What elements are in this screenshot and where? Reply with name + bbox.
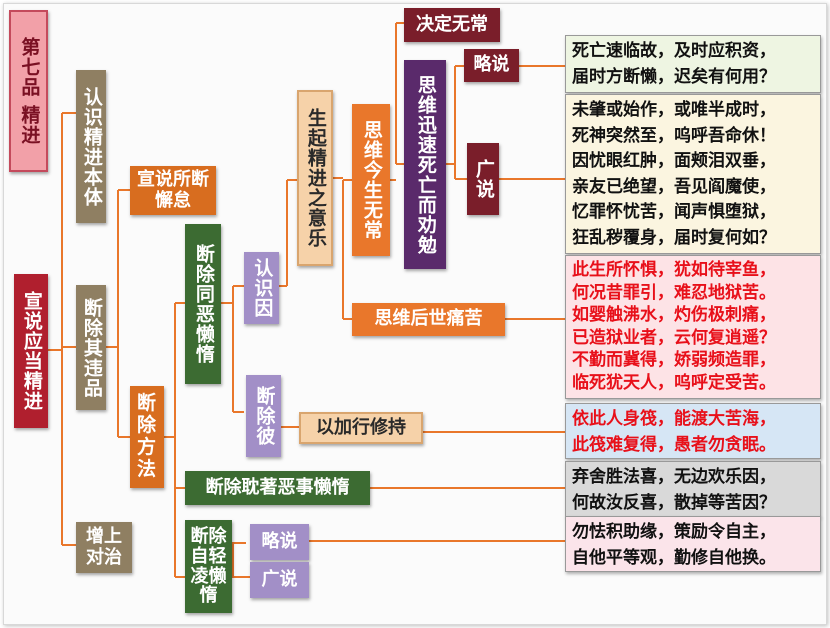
- quote-line: 亲友已绝望，吾见阎魔使，: [572, 176, 776, 197]
- node-duanchu-zijing: 断除自轻凌懒惰: [185, 520, 232, 613]
- node-guangshuo-2: 广说: [250, 562, 309, 598]
- quote-line: 自他平等观，勤修自他换。: [572, 547, 776, 568]
- node-renshi-yin: 认识因: [244, 252, 279, 324]
- quote-line: 届时方断懒，迟矣有何用？: [572, 66, 776, 87]
- quote-line: 因忧眼红肿，面颊泪双垂，: [572, 151, 776, 171]
- quote-line: 如婴触沸水，灼伤极刺痛，: [572, 305, 776, 325]
- node-guangshuo-1: 广说: [467, 143, 499, 215]
- quote-line: 何况昔罪引，难忍地狱苦。: [572, 282, 776, 303]
- root-label: 宣说应当精进: [20, 291, 43, 411]
- node-duanchu-danzhuo-label: 断除耽著恶事懒惰: [205, 476, 350, 498]
- quote-line: 此筏难复得，愚者勿贪眠。: [572, 434, 776, 455]
- node-duanchu-fangfa-label: 断除方法: [137, 392, 158, 480]
- node-duanchu-zijing-label: 断除自轻凌懒惰: [190, 525, 227, 607]
- node-yijia-xing-label: 以加行修持: [316, 416, 406, 438]
- node-shengqi-jingjin-label: 生起精进之意乐: [304, 108, 327, 248]
- node-renshi-benti: 认识精进本体: [76, 70, 106, 223]
- quote-line: 何故汝反喜，散掉等苦因？: [572, 492, 776, 513]
- quote-box-2: 未肇或始作，或唯半成时， 死神突然至，呜呼吾命休！ 因忧眼红肿，面颊泪双垂， 亲…: [565, 94, 821, 254]
- node-duanchu-danzhuo: 断除耽著恶事懒惰: [185, 471, 370, 505]
- quote-line: 未肇或始作，或唯半成时，: [572, 100, 776, 120]
- quote-line: 死亡速临故，及时应积资，: [572, 41, 776, 61]
- node-siwei-housheng-label: 思维后世痛苦: [374, 308, 483, 330]
- node-jueding-wuchang-label: 决定无常: [416, 13, 488, 35]
- node-siwei-xunsu-label: 思维迅速死亡而劝勉: [414, 74, 437, 255]
- node-siwei-jinsheng: 思维今生无常: [352, 104, 390, 256]
- node-shengqi-jingjin: 生起精进之意乐: [297, 90, 333, 266]
- quote-box-1: 死亡速临故，及时应积资， 届时方断懒，迟矣有何用？: [565, 35, 821, 93]
- node-lueshuo-2: 略说: [250, 524, 309, 560]
- quote-line: 勿怯积助缘，策励令自主，: [572, 522, 776, 542]
- quote-line: 已造狱业者，云何复逍遥？: [572, 327, 776, 348]
- node-zengshang: 增上对治: [76, 522, 132, 573]
- node-lueshuo-2-label: 略说: [261, 530, 298, 552]
- quote-line: 此生所怀惧，犹如待宰鱼，: [572, 260, 776, 280]
- quote-line: 忆罪怀忧苦，闻声惧堕狱，: [572, 202, 776, 222]
- node-siwei-jinsheng-label: 思维今生无常: [360, 120, 383, 240]
- quote-line: 临死犹天人，呜呼定受苦。: [572, 372, 776, 393]
- quote-box-3: 此生所怀惧，犹如待宰鱼， 何况昔罪引，难忍地狱苦。 如婴触沸水，灼伤极刺痛， 已…: [565, 255, 821, 399]
- node-duanchu-tonge: 断除同恶懒惰: [185, 224, 221, 384]
- node-duanchu-bi: 断除彼: [246, 375, 281, 457]
- node-duanchu-tonge-label: 断除同恶懒惰: [192, 244, 215, 364]
- node-duanchu-bi-label: 断除彼: [253, 386, 276, 446]
- quote-line: 弃舍胜法喜，无边欢乐因，: [572, 467, 776, 487]
- node-duanchu-qiwei-label: 断除其违品: [80, 297, 103, 398]
- root-node: 宣说应当精进: [14, 274, 48, 428]
- node-renshi-benti-label: 认识精进本体: [80, 86, 103, 207]
- quote-box-4: 依此人身筏，能渡大苦海， 此筏难复得，愚者勿贪眠。: [565, 403, 821, 459]
- node-renshi-yin-label: 认识因: [251, 258, 274, 318]
- quote-box-6: 勿怯积助缘，策励令自主， 自他平等观，勤修自他换。: [565, 516, 821, 572]
- quote-line: 死神突然至，呜呼吾命休！: [572, 125, 776, 146]
- node-zengshang-label: 增上对治: [86, 525, 122, 568]
- quote-line: 狂乱秽覆身，届时复何如？: [572, 227, 776, 248]
- quote-box-5: 弃舍胜法喜，无边欢乐因， 何故汝反喜，散掉等苦因？: [565, 461, 821, 517]
- node-xuanshuo-xiedai: 宣说所断懈怠: [130, 166, 216, 215]
- node-guangshuo-2-label: 广说: [261, 568, 298, 590]
- node-duanchu-fangfa: 断除方法: [130, 386, 164, 488]
- node-jueding-wuchang: 决定无常: [404, 8, 500, 42]
- title-text: 第七品 精进: [18, 37, 41, 145]
- node-siwei-housheng: 思维后世痛苦: [352, 303, 505, 336]
- node-xuanshuo-xiedai-label: 宣说所断懈怠: [137, 168, 209, 211]
- node-yijia-xing: 以加行修持: [299, 412, 423, 444]
- node-duanchu-qiwei: 断除其违品: [76, 285, 106, 410]
- node-lueshuo-1: 略说: [464, 49, 519, 82]
- title-box: 第七品 精进: [9, 10, 48, 172]
- node-lueshuo-1-label: 略说: [473, 54, 510, 76]
- node-guangshuo-1-label: 广说: [472, 159, 495, 199]
- quote-line: 不勤而冀得，娇弱频造罪，: [572, 350, 776, 370]
- node-siwei-xunsu: 思维迅速死亡而劝勉: [404, 60, 446, 269]
- quote-line: 依此人身筏，能渡大苦海，: [572, 409, 776, 429]
